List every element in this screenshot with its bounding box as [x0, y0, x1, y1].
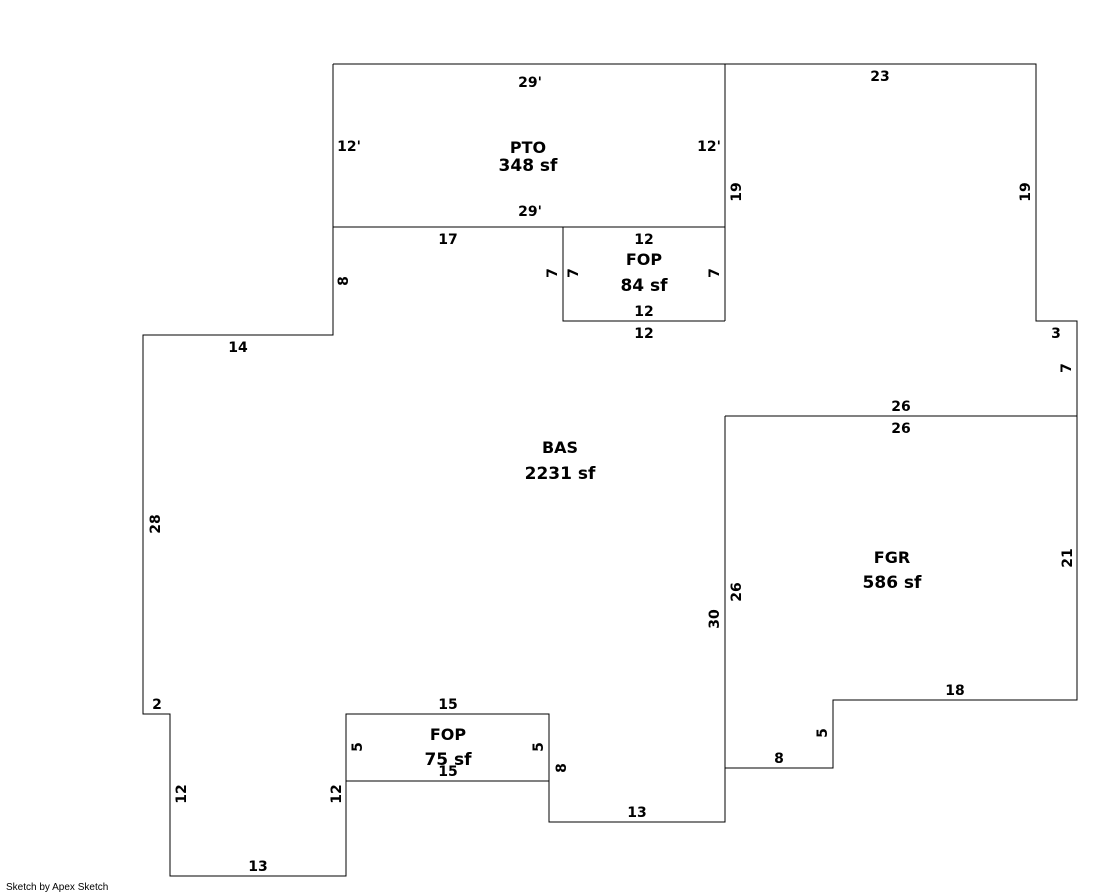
dim-label: 3 [1051, 326, 1061, 342]
dim-label: 12' [697, 139, 721, 155]
dim-label: 12 [634, 304, 653, 320]
dim-label: 5 [815, 728, 831, 738]
dim-label: 14 [228, 340, 248, 356]
dim-label: 21 [1060, 548, 1076, 567]
dim-label: 12 [634, 326, 653, 342]
dim-label: 13 [627, 805, 646, 821]
dim-label: 5 [531, 742, 547, 752]
pto-sf: 348 sf [499, 156, 559, 176]
fgr-sf: 586 sf [863, 573, 923, 593]
dim-label: 8 [774, 751, 784, 767]
dim-label: 12 [329, 784, 345, 803]
dim-label: 7 [545, 268, 561, 278]
dim-label: 8 [336, 276, 352, 286]
dim-label: 26 [729, 582, 745, 601]
dim-label: 7 [707, 268, 723, 278]
dim-label: 17 [438, 232, 457, 248]
dim-label: 5 [350, 742, 366, 752]
dim-label: 12' [337, 139, 361, 155]
dim-label: 13 [248, 859, 267, 875]
dim-label: 15 [438, 697, 457, 713]
dim-label: 12 [174, 784, 190, 803]
fop-bottom-name: FOP [430, 725, 467, 744]
bas-sf: 2231 sf [525, 464, 596, 484]
dim-label: 19 [1018, 182, 1034, 201]
dim-label: 7 [566, 268, 582, 278]
fop-bottom-sf: 75 sf [424, 750, 472, 770]
dim-label: 15 [438, 764, 457, 780]
fop-bottom-outline [345, 713, 550, 781]
dim-label: 30 [707, 609, 723, 629]
dim-label: 23 [870, 69, 889, 85]
sketch-credit: Sketch by Apex Sketch [6, 882, 108, 893]
dim-label: 2 [152, 697, 162, 713]
dim-label: 8 [554, 763, 570, 773]
bas-name: BAS [542, 438, 578, 457]
dim-label: 18 [945, 683, 964, 699]
dim-label: 29' [518, 75, 542, 91]
fop-top-name: FOP [626, 250, 663, 269]
dim-label: 26 [891, 399, 910, 415]
building-outline [142, 63, 1078, 877]
dim-label: 28 [148, 514, 164, 533]
dim-label: 26 [891, 421, 910, 437]
fgr-name: FGR [874, 548, 910, 567]
dim-label: 29' [518, 204, 542, 220]
fop-top-outline [562, 227, 725, 322]
dim-label: 7 [1059, 363, 1075, 373]
pto-name: PTO [510, 138, 546, 157]
fop-top-sf: 84 sf [620, 276, 668, 296]
dim-label: 12 [634, 232, 653, 248]
dim-label: 19 [729, 182, 745, 201]
